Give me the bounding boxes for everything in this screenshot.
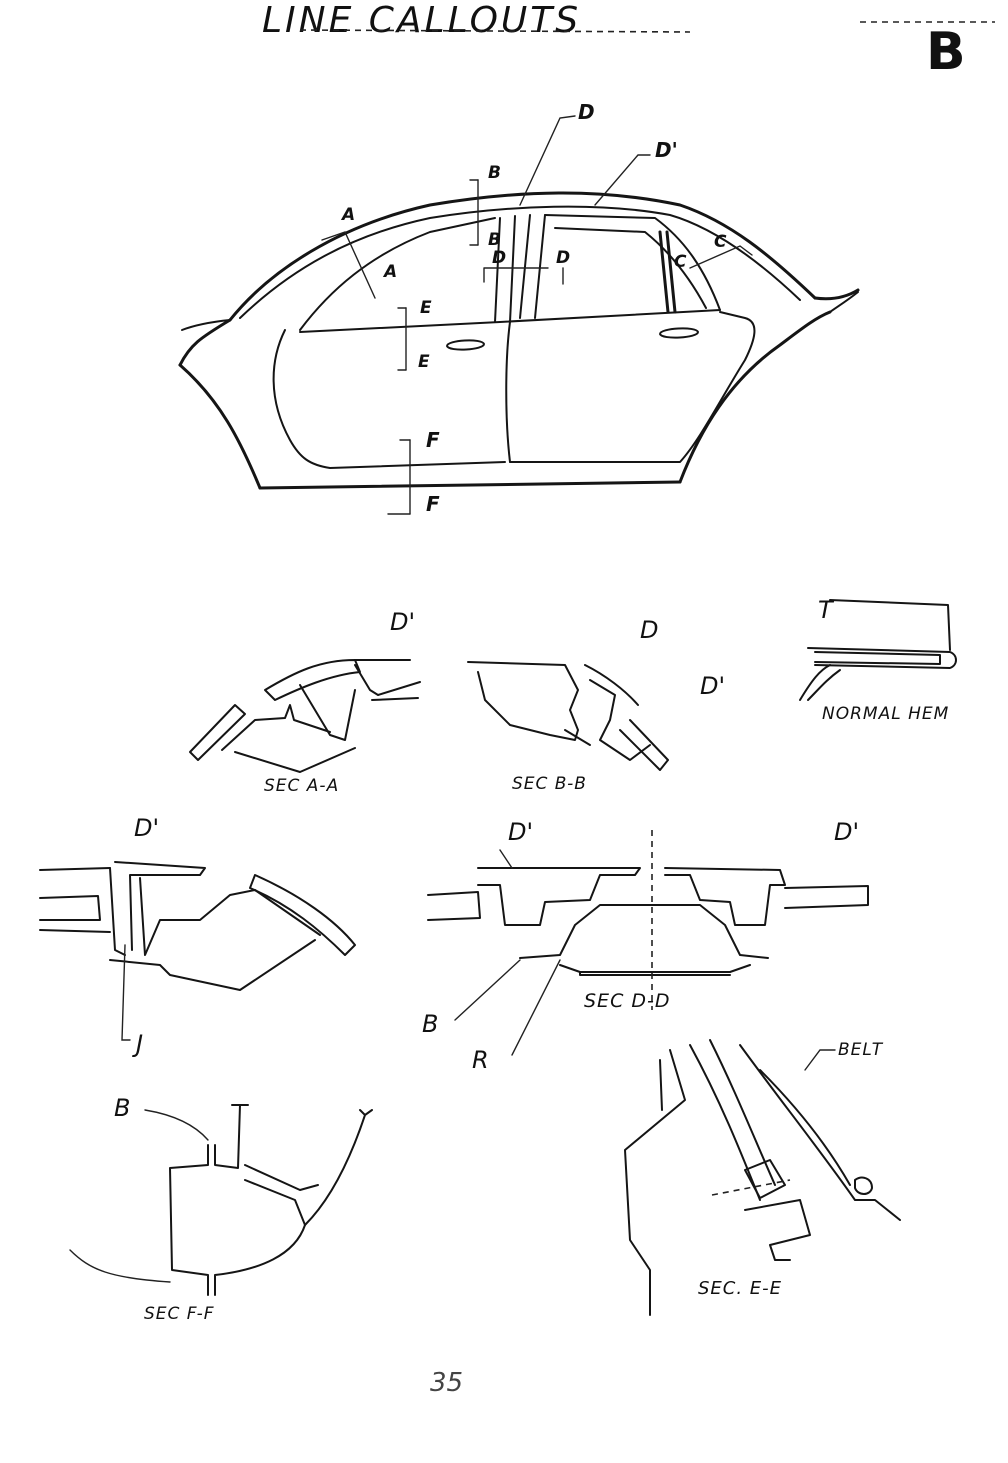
callout-c-bottom: C <box>674 252 687 272</box>
callout-f-bottom: F <box>426 492 440 516</box>
callout-a-bottom: A <box>384 262 398 282</box>
sec-a-a-label-d-prime: D' <box>390 608 416 636</box>
hem-label-t: T <box>818 596 833 624</box>
section-b-b-drawing <box>467 661 669 771</box>
car-side-view <box>178 115 860 515</box>
page-number: 35 <box>430 1368 464 1398</box>
sec-e-e-label-belt: BELT <box>838 1040 884 1060</box>
left-mid-label-j: J <box>136 1030 144 1058</box>
left-mid-label-d-prime: D' <box>134 814 160 842</box>
callout-d-right: D <box>556 248 571 268</box>
section-e-e-drawing <box>624 1039 901 1316</box>
callout-d-left: D <box>492 248 507 268</box>
sec-d-d-label-r: R <box>472 1046 489 1074</box>
callout-b-bottom: B <box>488 230 501 250</box>
sec-a-a-caption: SEC A-A <box>264 776 340 796</box>
callout-d-top: D <box>578 100 595 124</box>
section-left-mid-drawing <box>39 861 356 1041</box>
sec-f-f-caption: SEC F-F <box>144 1304 215 1324</box>
sec-b-b-caption: SEC B-B <box>512 774 587 794</box>
section-a-a-drawing <box>189 659 421 773</box>
sec-e-e-caption: SEC. E-E <box>698 1278 783 1299</box>
callout-e-bottom: E <box>418 352 430 372</box>
sec-d-d-label-d-prime-right: D' <box>834 818 860 846</box>
title-smudge <box>299 21 995 33</box>
page-title: LINE CALLOUTS <box>262 0 582 41</box>
section-d-d-drawing <box>427 830 869 1056</box>
callout-e-top: E <box>420 298 432 318</box>
sec-b-b-label-d-prime: D' <box>700 672 726 700</box>
page-letter: B <box>926 22 966 82</box>
sec-b-b-label-d: D <box>640 616 659 644</box>
hem-caption: NORMAL HEM <box>822 704 950 724</box>
sec-d-d-caption: SEC D-D <box>584 990 671 1012</box>
sec-d-d-label-d-prime-left: D' <box>508 818 534 846</box>
normal-hem-drawing <box>799 599 957 701</box>
callout-f-top: F <box>426 428 440 452</box>
callout-c-top: C <box>714 232 727 252</box>
sec-f-f-label-b: B <box>114 1094 131 1122</box>
sec-d-d-label-b: B <box>422 1010 439 1038</box>
section-f-f-drawing <box>69 1104 373 1296</box>
callout-b-top: B <box>488 163 501 183</box>
callout-d-prime-top: D' <box>655 138 678 162</box>
callout-a-top: A <box>342 205 356 225</box>
